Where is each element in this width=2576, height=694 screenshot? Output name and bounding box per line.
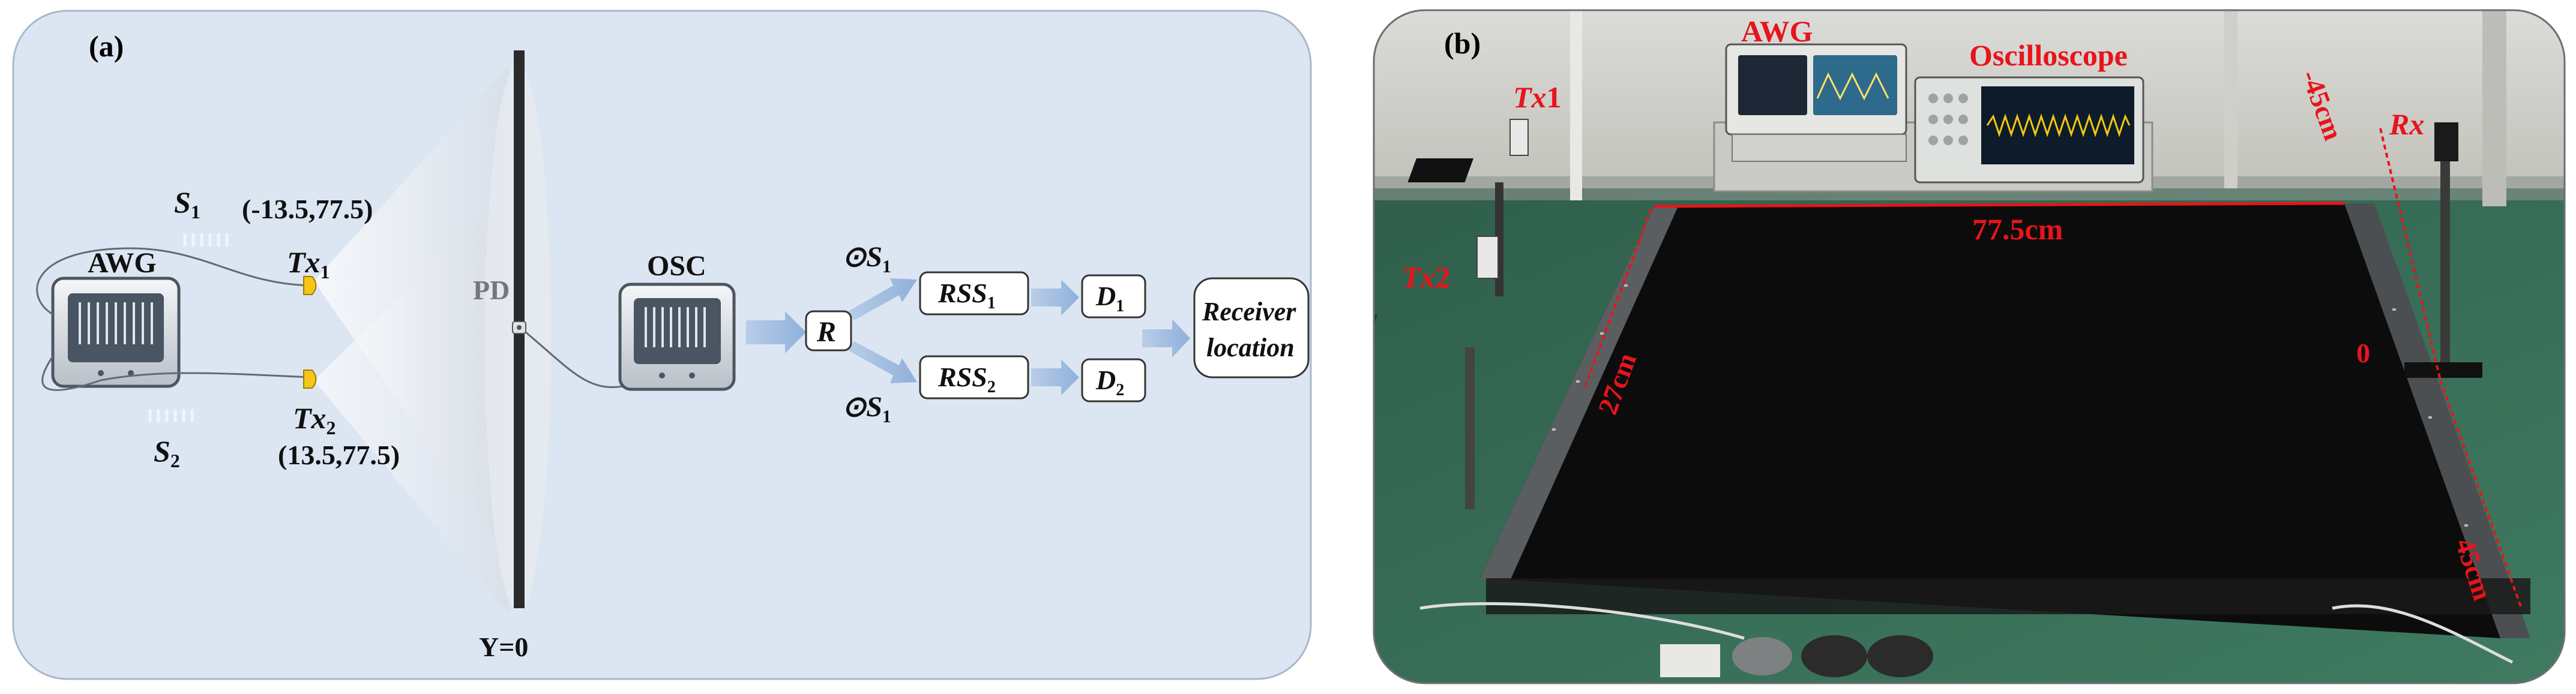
- dim-775-label: 77.5cm: [1972, 212, 2063, 246]
- panel-b-label: (b): [1444, 26, 1481, 60]
- cable-tx2: [41, 356, 311, 391]
- receiver-location-box: [1193, 277, 1310, 378]
- cable-tx1: [36, 247, 311, 316]
- awg-photo-label: AWG: [1741, 14, 1813, 48]
- panel-a-label: (a): [89, 29, 124, 63]
- rss2-box: [919, 355, 1029, 399]
- r-label: R: [816, 316, 836, 348]
- led-tx1-icon: [303, 276, 317, 295]
- led-tx2-icon: [303, 369, 317, 389]
- rss2-label: RSS2: [937, 362, 996, 396]
- d1-label: D1: [1095, 281, 1124, 316]
- photo-border: [1373, 9, 2566, 684]
- s1-label: S1: [174, 185, 200, 223]
- tx1-photo-label: Tx1: [1513, 80, 1562, 114]
- signal-s2-icon: [148, 409, 194, 422]
- dim-line-45-bottom: [2439, 380, 2523, 609]
- rss1-box: [919, 271, 1029, 316]
- d2-box: [1081, 358, 1146, 402]
- tx2-mount: [1374, 236, 1499, 509]
- tx2-coordinate: (13.5,77.5): [278, 440, 400, 470]
- odot-s1-top-label: ⊙S1: [842, 241, 891, 277]
- odot-s1-bottom-label: ⊙S1: [842, 391, 891, 426]
- schematic-panel: (a) AWG S1 S2 (-1: [11, 8, 1313, 681]
- receiver-location-line1: Receiver: [1202, 297, 1296, 326]
- tx2-photo-label: Tx2: [1402, 260, 1451, 294]
- arrow-rss2-to-d2: [1031, 359, 1079, 395]
- dim-line-27: [1584, 209, 1652, 387]
- rx-photo-label: Rx: [2389, 107, 2424, 141]
- pd-label: PD: [473, 275, 510, 305]
- light-cone-tx2: [314, 188, 509, 614]
- oscilloscope-photo-label: Oscilloscope: [1969, 38, 2128, 72]
- d2-label: D2: [1095, 365, 1124, 399]
- optical-table-top: [1480, 203, 2500, 638]
- dim-0-label: 0: [2356, 338, 2370, 368]
- awg-device-icon: [51, 277, 181, 388]
- tx1-mount: [1407, 119, 1529, 296]
- arrow-r-to-rss1: [848, 278, 917, 320]
- schematic-svg: (a) AWG S1 S2 (-1: [12, 10, 1312, 680]
- dim-line-45-top: [2379, 128, 2442, 381]
- dim-line-775: [1654, 202, 2345, 208]
- signal-s1-icon: [183, 233, 229, 247]
- optical-table-right-rail: [2344, 203, 2530, 638]
- arrow-d-to-receiver: [1142, 319, 1190, 357]
- arrow-r-to-rss2: [848, 341, 917, 383]
- awg-instrument: [1725, 43, 1907, 162]
- oscilloscope-instrument: [1914, 76, 2144, 184]
- s2-label: S2: [154, 434, 180, 471]
- r-box: [805, 310, 852, 351]
- tx1-coordinate: (-13.5,77.5): [242, 194, 373, 224]
- y0-label: Y=0: [479, 632, 528, 662]
- awg-label: AWG: [88, 247, 157, 279]
- osc-device-icon: [618, 283, 736, 391]
- optical-table-front-rail: [1480, 206, 1678, 587]
- tx1-label: Tx1: [287, 245, 330, 283]
- photo-svg: (b) AWG Oscilloscope Tx1 Tx2 Rx -45cm 77…: [1373, 9, 2566, 684]
- arrow-osc-to-r: [746, 311, 806, 353]
- tx2-label: Tx2: [293, 401, 336, 438]
- arrow-rss1-to-d1: [1031, 280, 1079, 316]
- rx-mount: [2404, 122, 2482, 378]
- d1-box: [1081, 274, 1146, 319]
- receiver-location-line2: location: [1206, 333, 1295, 362]
- cable-pd-osc: [525, 331, 624, 388]
- photo-panel: (b) AWG Oscilloscope Tx1 Tx2 Rx -45cm 77…: [1372, 8, 2566, 685]
- rss1-label: RSS1: [937, 278, 996, 313]
- osc-label: OSC: [647, 250, 706, 282]
